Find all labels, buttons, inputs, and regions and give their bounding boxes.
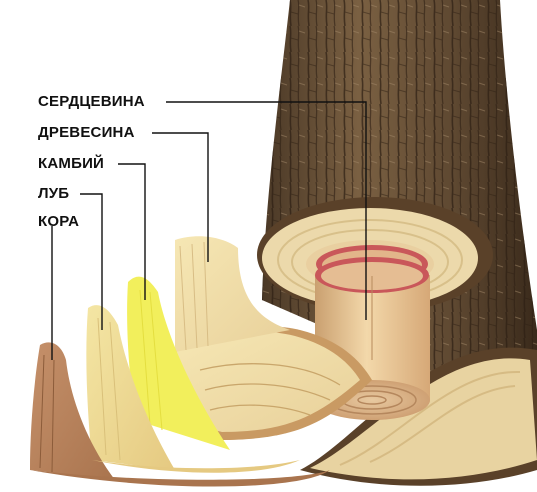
label-sapwood: ДРЕВЕСИНА [38,124,135,142]
label-heartwood: СЕРДЦЕВИНА [38,93,145,111]
label-phloem: ЛУБ [38,185,69,203]
label-cambium: КАМБИЙ [38,155,104,173]
label-bark: КОРА [38,213,79,231]
